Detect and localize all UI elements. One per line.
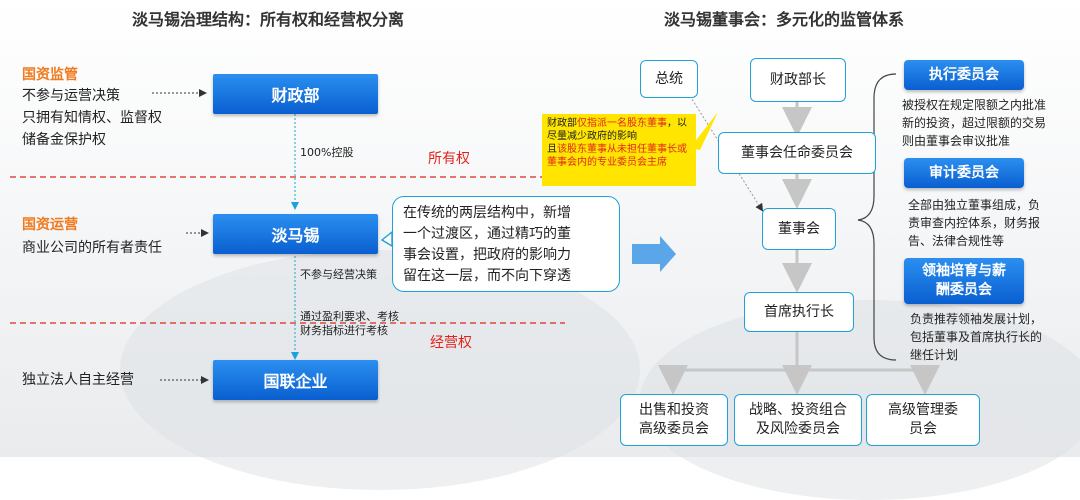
audit-desc-1: 全部由独立董事组成，负	[908, 198, 1041, 212]
link-president-board	[689, 95, 764, 212]
executive-desc-2: 新的投资，超过限额的交易	[902, 116, 1047, 130]
supervision-line-1: 不参与运营决策	[22, 88, 120, 104]
executive-desc-3: 则由董事会审议批准	[902, 134, 1011, 148]
box-appointment-committee: 董事会任命委员会	[718, 132, 876, 174]
note-part-2: ，以尽量减少政府的影响	[547, 118, 687, 142]
supervision-line-2: 只拥有知情权、监督权	[22, 110, 162, 126]
note-part-3: 且	[547, 144, 557, 155]
audit-desc-3: 告、法律合规性等	[908, 234, 1005, 248]
box-mof: 财政部	[213, 74, 378, 114]
box-leadership-committee: 领袖培育与薪 酬委员会	[904, 258, 1024, 304]
management-label: 经营权	[430, 335, 472, 351]
box-president: 总统	[640, 60, 698, 98]
callout-line-3: 事会设置，把政府的影响力	[403, 247, 571, 263]
link-label-kpi-1: 通过盈利要求、考核	[300, 310, 399, 323]
executive-desc-1: 被授权在规定限额之内批准	[902, 98, 1047, 112]
note-shareholder-director: 财政部仅指派一名股东董事，以尽量减少政府的影响 且该股东董事从未担任董事长或董事…	[542, 114, 696, 186]
note-tail	[690, 112, 718, 150]
callout-tail	[380, 230, 393, 248]
strategy-committee-line-2: 及风险委员会	[756, 421, 840, 437]
sales-committee-line-1: 出售和投资	[639, 402, 709, 418]
box-strategy-risk-committee: 战略、投资组合 及风险委员会	[734, 394, 862, 446]
right-title: 淡马锡董事会：多元化的监管体系	[664, 10, 905, 29]
transition-arrow	[632, 236, 676, 272]
box-senior-management-committee: 高级管理委 员会	[866, 394, 980, 446]
leadership-desc-3: 继任计划	[910, 348, 959, 362]
box-temasek: 淡马锡	[213, 214, 378, 254]
operation-heading: 国资运营	[22, 217, 78, 233]
box-ceo: 首席执行长	[744, 292, 854, 332]
glc-note: 独立法人自主经营	[22, 372, 134, 388]
leadership-committee-line-2: 酬委员会	[936, 282, 992, 298]
senior-committee-line-2: 员会	[909, 421, 937, 437]
box-glc: 国联企业	[213, 360, 378, 400]
strategy-committee-line-1: 战略、投资组合	[749, 402, 847, 418]
supervision-line-3: 储备金保护权	[22, 132, 106, 148]
left-title: 淡马锡治理结构：所有权和经营权分离	[132, 10, 405, 29]
leadership-committee-line-1: 领袖培育与薪	[922, 263, 1006, 279]
box-board: 董事会	[762, 208, 836, 250]
connector-layer	[10, 73, 940, 395]
senior-committee-line-1: 高级管理委	[888, 402, 958, 418]
sales-committee-line-2: 高级委员会	[639, 421, 709, 437]
callout-transition: 在传统的两层结构中，新增 一个过渡区，通过精巧的董 事会设置，把政府的影响力 留…	[392, 196, 620, 292]
leadership-desc-2: 包括董事及首席执行长的	[910, 330, 1043, 344]
link-label-no-decision: 不参与经营决策	[300, 268, 377, 281]
audit-desc-2: 责审查内控体系，财务报	[908, 216, 1041, 230]
operation-line-1: 商业公司的所有者责任	[22, 240, 162, 256]
box-finance-minister: 财政部长	[750, 58, 846, 102]
box-audit-committee: 审计委员会	[904, 158, 1024, 188]
link-label-kpi-2: 财务指标进行考核	[300, 324, 388, 337]
box-executive-committee: 执行委员会	[904, 60, 1024, 90]
note-part-1: 财政部	[547, 118, 577, 129]
callout-line-2: 一个过渡区，通过精巧的董	[403, 226, 571, 242]
callout-line-1: 在传统的两层结构中，新增	[403, 205, 571, 221]
box-sales-investment-committee: 出售和投资 高级委员会	[620, 394, 728, 446]
callout-line-4: 留在这一层，而不向下穿透	[403, 268, 571, 284]
ownership-label: 所有权	[428, 151, 470, 167]
note-part-1-red: 仅指派一名股东董事	[577, 118, 667, 129]
committees-brace	[857, 73, 897, 361]
note-part-3-red: 该股东董事从未担任董事长或董事会内的专业委员会主席	[547, 144, 687, 168]
link-label-holding: 100%控股	[300, 146, 354, 159]
leadership-desc-1: 负责推荐领袖发展计划，	[910, 312, 1043, 326]
supervision-heading: 国资监管	[22, 67, 78, 83]
